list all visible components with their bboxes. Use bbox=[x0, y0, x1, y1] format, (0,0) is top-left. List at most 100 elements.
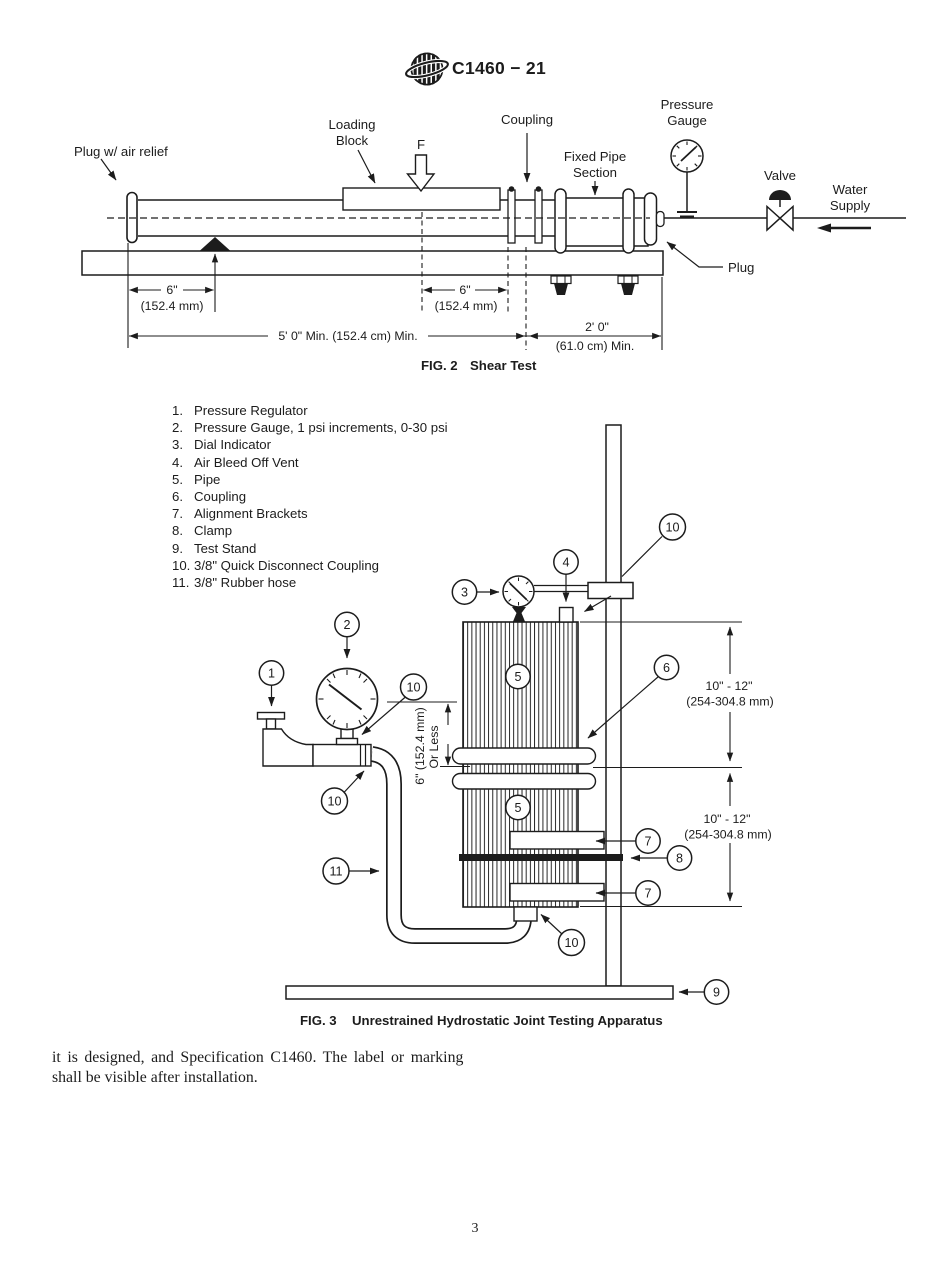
svg-text:5: 5 bbox=[514, 801, 521, 815]
callout-2 bbox=[334, 611, 360, 638]
astm-logo-icon bbox=[404, 52, 450, 86]
body-line: shall be visible after installation. bbox=[52, 1068, 258, 1086]
label-pressure-gauge: Pressure bbox=[661, 97, 714, 112]
callout-6 bbox=[653, 654, 680, 681]
alignment-bracket bbox=[509, 830, 605, 850]
legend-item: 9.Test Stand bbox=[172, 540, 257, 556]
manifold-duct bbox=[312, 743, 372, 767]
extension-lines bbox=[127, 212, 663, 350]
callout-9 bbox=[703, 979, 730, 1005]
svg-text:(254-304.8 mm): (254-304.8 mm) bbox=[684, 828, 771, 842]
legend-item: 5.Pipe bbox=[172, 471, 221, 487]
document-code: C1460 − 21 bbox=[452, 58, 546, 78]
svg-text:3: 3 bbox=[461, 586, 468, 600]
quick-disconnect bbox=[513, 906, 538, 922]
callout-7 bbox=[635, 828, 661, 854]
valve-icon bbox=[766, 190, 794, 232]
callout-10 bbox=[320, 787, 349, 815]
dial-indicator bbox=[502, 575, 634, 622]
label-water-supply: Water bbox=[833, 182, 868, 197]
coupling-bolts bbox=[507, 186, 543, 244]
legend-item: 6.Coupling bbox=[172, 489, 247, 505]
legend-item: 7.Alignment Brackets bbox=[172, 506, 308, 522]
svg-text:2: 2 bbox=[343, 618, 350, 632]
leader-lines bbox=[100, 133, 723, 268]
clamp bbox=[459, 854, 623, 861]
callout-5 bbox=[505, 663, 531, 690]
callout-5 bbox=[505, 794, 531, 821]
body-line: it is designed, and Specification C1460.… bbox=[52, 1049, 464, 1066]
callout-1 bbox=[258, 660, 285, 686]
fulcrum-support bbox=[200, 237, 230, 251]
label-plug: Plug bbox=[728, 260, 754, 275]
legend-item: 3.Dial Indicator bbox=[172, 437, 271, 453]
svg-text:5: 5 bbox=[514, 670, 521, 684]
svg-text:Section: Section bbox=[573, 165, 617, 180]
callout-7 bbox=[635, 880, 661, 906]
legend-item: 4.Air Bleed Off Vent bbox=[172, 454, 299, 470]
svg-text:10: 10 bbox=[665, 521, 679, 535]
coupling-ring bbox=[451, 772, 597, 790]
flange bbox=[554, 188, 567, 254]
dim-6in-right: 6" bbox=[459, 283, 470, 297]
svg-text:(152.4 mm): (152.4 mm) bbox=[141, 299, 204, 313]
page-number: 3 bbox=[471, 1221, 479, 1236]
svg-text:9: 9 bbox=[713, 986, 720, 1000]
pressure-gauge-icon bbox=[315, 667, 379, 746]
legend-item: 10.3/8" Quick Disconnect Coupling bbox=[172, 557, 380, 573]
fig3-diagram: 1 2 3 4 5 5 6 7 7 8 9 10 10 10 10 11 6" … bbox=[256, 424, 774, 1028]
svg-text:1: 1 bbox=[268, 667, 275, 681]
svg-text:10: 10 bbox=[564, 936, 578, 950]
label-loading-block: Loading bbox=[329, 117, 376, 132]
fig3-caption: FIG. 3 bbox=[300, 1013, 337, 1028]
dim-upper-range: 10" - 12" bbox=[705, 679, 752, 693]
fig2-caption: FIG. 2 bbox=[421, 358, 458, 373]
callout-8 bbox=[666, 845, 693, 871]
svg-text:6: 6 bbox=[663, 661, 670, 675]
callout-11 bbox=[322, 857, 350, 885]
callout-4 bbox=[553, 549, 579, 575]
svg-text:10: 10 bbox=[327, 795, 341, 809]
dim-6in-lines bbox=[387, 701, 470, 768]
svg-text:Gauge: Gauge bbox=[667, 113, 707, 128]
plug-nipple bbox=[655, 210, 665, 228]
anchor-bolt bbox=[617, 275, 639, 295]
coupling-ring bbox=[451, 747, 597, 765]
pressure-regulator bbox=[256, 711, 314, 767]
dim-2ft: 2' 0" bbox=[585, 320, 609, 334]
legend-item: 2.Pressure Gauge, 1 psi increments, 0-30… bbox=[172, 420, 448, 436]
svg-text:7: 7 bbox=[644, 835, 651, 849]
fig2-diagram: Plug w/ air relief Loading Block F Coupl… bbox=[74, 97, 906, 373]
legend-item: 1.Pressure Regulator bbox=[172, 403, 308, 418]
air-bleed-vent bbox=[558, 606, 574, 623]
callout-10 bbox=[658, 513, 687, 541]
flange bbox=[622, 188, 635, 254]
callout-10 bbox=[399, 673, 428, 701]
test-stand-column bbox=[605, 424, 622, 987]
pressure-gauge-icon bbox=[670, 139, 704, 218]
svg-text:Supply: Supply bbox=[830, 198, 871, 213]
svg-text:Shear Test: Shear Test bbox=[470, 358, 537, 373]
fig3-legend: 1.Pressure Regulator 2.Pressure Gauge, 1… bbox=[172, 402, 448, 591]
callout-10 bbox=[557, 928, 586, 957]
dim-lower-range: 10" - 12" bbox=[703, 812, 750, 826]
support-table bbox=[81, 250, 664, 276]
label-coupling: Coupling bbox=[501, 112, 553, 127]
svg-text:(61.0 cm) Min.: (61.0 cm) Min. bbox=[556, 339, 635, 353]
legend-item: 8.Clamp bbox=[172, 523, 233, 539]
callout-3 bbox=[451, 579, 478, 605]
label-plug-air-relief: Plug w/ air relief bbox=[74, 144, 168, 159]
svg-text:7: 7 bbox=[644, 887, 651, 901]
callout-arrows bbox=[268, 536, 704, 996]
test-stand-base bbox=[285, 985, 674, 1000]
label-force: F bbox=[417, 137, 425, 152]
legend-item: 11.3/8" Rubber hose bbox=[172, 575, 297, 591]
svg-text:Unrestrained Hydrostatic Joint: Unrestrained Hydrostatic Joint Testing A… bbox=[352, 1013, 663, 1028]
extension-lines bbox=[580, 621, 742, 908]
water-flow-arrow bbox=[817, 223, 871, 233]
svg-text:8: 8 bbox=[676, 852, 683, 866]
end-plug bbox=[643, 192, 658, 246]
label-fixed-pipe: Fixed Pipe bbox=[564, 149, 626, 164]
svg-text:(152.4 mm): (152.4 mm) bbox=[435, 299, 498, 313]
